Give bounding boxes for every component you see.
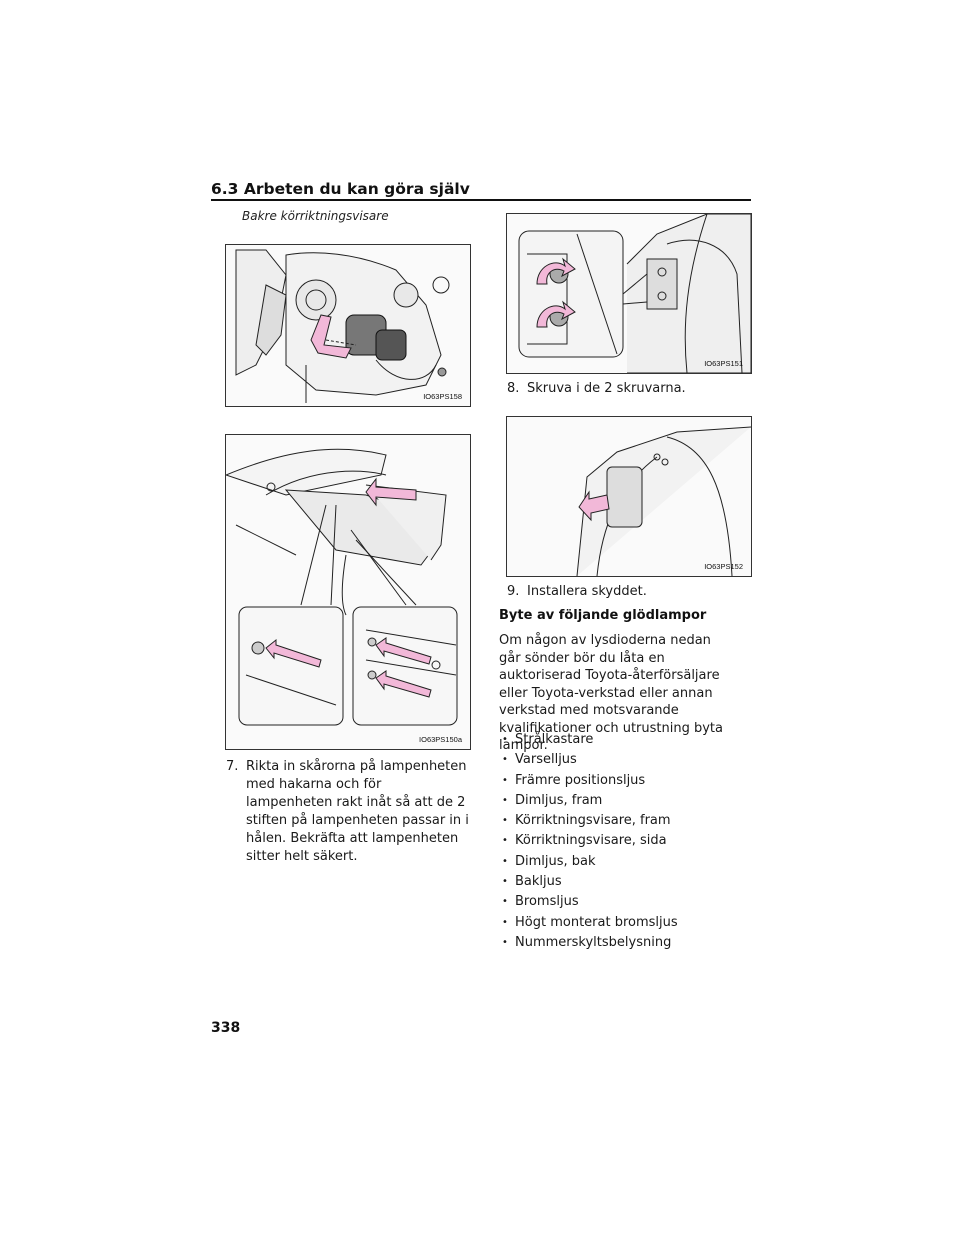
figure-id: IO63PS150a: [419, 735, 462, 744]
figure-cover: IO63PS152: [506, 416, 752, 577]
figure-bulb-socket: IO63PS158: [225, 244, 471, 407]
step-text: Rikta in skårorna på lampenheten med hak…: [246, 759, 469, 864]
figure-id: IO63PS151: [704, 359, 743, 368]
figure-id: IO63PS158: [423, 392, 462, 401]
list-item: Körriktningsvisare, sida: [499, 831, 749, 852]
list-item: Bromsljus: [499, 892, 749, 913]
step-8: 8. Skruva i de 2 skruvarna.: [507, 380, 752, 398]
list-item: Strålkastare: [499, 730, 749, 751]
lamp-unit-illustration: [226, 448, 458, 726]
step-9: 9. Installera skyddet.: [507, 583, 752, 601]
figure-lamp-unit: IO63PS150a: [225, 434, 471, 750]
section-title: 6.3 Arbeten du kan göra själv: [211, 180, 470, 198]
figure-subtitle: Bakre körriktningsvisare: [242, 209, 389, 223]
screws-illustration: [518, 214, 751, 373]
figure-id: IO63PS152: [704, 562, 743, 571]
list-item: Varselljus: [499, 750, 749, 771]
list-item: Dimljus, bak: [499, 852, 749, 873]
bulb-socket-illustration: [235, 249, 450, 403]
section-heading: Byte av följande glödlampor: [499, 608, 707, 623]
step-text: Installera skyddet.: [527, 584, 647, 599]
header-rule: [211, 199, 751, 201]
list-item: Dimljus, fram: [499, 791, 749, 812]
list-item: Högt monterat bromsljus: [499, 913, 749, 934]
step-number: 7.: [226, 759, 239, 774]
intro-paragraph: Om någon av lysdioderna nedan går sönder…: [499, 633, 723, 753]
step-number: 9.: [507, 584, 520, 599]
step-text: Skruva i de 2 skruvarna.: [527, 381, 686, 396]
list-item: Nummerskyltsbelysning: [499, 933, 749, 954]
lamp-list: Strålkastare Varselljus Främre positions…: [499, 730, 749, 954]
cover-illustration: [576, 426, 751, 576]
page-number: 338: [211, 1020, 241, 1036]
list-item: Främre positionsljus: [499, 771, 749, 792]
step-7: 7. Rikta in skårorna på lampenheten med …: [226, 758, 471, 866]
step-number: 8.: [507, 381, 520, 396]
list-item: Bakljus: [499, 872, 749, 893]
figure-screws: IO63PS151: [506, 213, 752, 374]
list-item: Körriktningsvisare, fram: [499, 811, 749, 832]
